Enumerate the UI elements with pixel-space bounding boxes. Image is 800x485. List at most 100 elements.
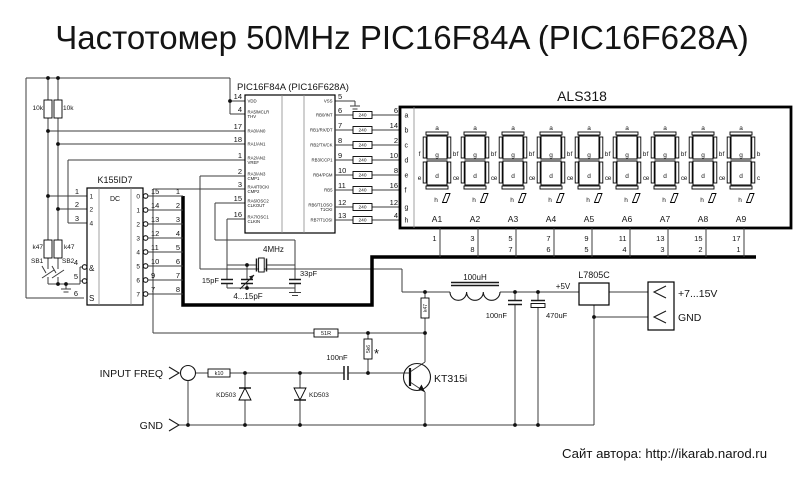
digit-select-line-number: 3 bbox=[660, 245, 664, 254]
digit-seg-c bbox=[523, 161, 528, 184]
junction-dot bbox=[245, 263, 249, 267]
digit-letter-e: e bbox=[570, 175, 574, 182]
digit-seg-c bbox=[447, 161, 452, 184]
digit-letter-d: d bbox=[473, 173, 477, 180]
digit-seg-e bbox=[422, 161, 427, 184]
pic-left-pin-name: RA1/AN1 bbox=[248, 142, 267, 147]
digit-seg-e bbox=[650, 161, 655, 184]
digit-letter-g: g bbox=[701, 152, 705, 159]
digit-name: A8 bbox=[698, 214, 709, 224]
junction-dot bbox=[186, 423, 190, 427]
digit-letter-e: e bbox=[456, 175, 460, 182]
transistor-body-icon bbox=[402, 362, 432, 392]
digit-seg-a bbox=[501, 131, 525, 136]
digit-lower-box bbox=[730, 160, 752, 186]
pic-left-pin-name: THV bbox=[248, 114, 257, 119]
junction-dot bbox=[513, 290, 517, 294]
pic-right-pin-name: RB5 bbox=[324, 188, 333, 193]
digit-letter-h: h bbox=[662, 197, 666, 204]
pic-left-pin-number: 4 bbox=[238, 105, 242, 114]
digit-seg-b bbox=[751, 136, 756, 159]
decoder-enable-pin-number: 4 bbox=[74, 258, 78, 267]
regulator-label: L7805C bbox=[578, 270, 610, 280]
pic-right-pin-name: T1CKI bbox=[320, 207, 332, 212]
decoder-strobe: S bbox=[89, 294, 94, 303]
decoder-output-pin-number: 11 bbox=[151, 243, 159, 252]
digit-letter-g: g bbox=[739, 152, 743, 159]
pic-left-pin-name: RA3/AN3 bbox=[248, 171, 267, 176]
digit-seg-a bbox=[463, 131, 487, 136]
digit-letter-b: b bbox=[453, 151, 457, 158]
decoder-output-bubble bbox=[142, 193, 149, 199]
digit-lower-box bbox=[692, 160, 714, 186]
vin-label: +7...15V bbox=[678, 288, 717, 300]
digit-seg-a bbox=[577, 131, 601, 136]
resistor-k10 bbox=[207, 368, 231, 378]
pic-right-pin-number: 6 bbox=[338, 106, 342, 115]
digit-seg-c bbox=[637, 161, 642, 184]
segment-resistor-value: 240 bbox=[358, 113, 366, 119]
digit-letter-f: f bbox=[685, 151, 687, 158]
digit-seg-d bbox=[539, 185, 563, 190]
pic-left-pin-name: CMP1 bbox=[248, 176, 261, 181]
display-row-letter: h bbox=[405, 217, 409, 224]
digit-seg-b bbox=[523, 136, 528, 159]
digit-seg-c bbox=[751, 161, 756, 184]
digit-letter-g: g bbox=[435, 152, 439, 159]
digit-seg-d bbox=[653, 185, 677, 190]
digit-letter-h: h bbox=[700, 197, 704, 204]
digit-pin-number: 1 bbox=[432, 234, 436, 243]
digit-seg-d bbox=[577, 185, 601, 190]
input-stage: INPUT FREQ k10 KD503 KD503 GND 100nF bbox=[100, 353, 349, 432]
digit-lower-box bbox=[540, 160, 562, 186]
decoder-output-pin-number: 15 bbox=[151, 187, 159, 196]
decoder-output-pin-number: 13 bbox=[151, 215, 159, 224]
display-row-letter: e bbox=[405, 172, 409, 179]
resistor-k47-1 bbox=[43, 239, 53, 259]
digit-seg-a bbox=[615, 131, 639, 136]
digit-letter-e: e bbox=[494, 175, 498, 182]
digit-letter-h: h bbox=[510, 197, 514, 204]
digit-letter-a: a bbox=[701, 125, 705, 132]
decoder-output-bubble bbox=[142, 291, 149, 297]
digit-select-line-number: 5 bbox=[584, 245, 588, 254]
digit-seg-c bbox=[713, 161, 718, 184]
digit-letter-c: c bbox=[491, 175, 495, 182]
diode1-kd503-icon bbox=[238, 386, 252, 401]
wiring bbox=[25, 77, 648, 426]
digit-letter-c: c bbox=[681, 175, 685, 182]
power-supply: 100uH 100nF 470uF +5V L7805C +7...15V GN… bbox=[449, 270, 717, 331]
pic-label: PIC16F84A (PIC16F628A) bbox=[237, 82, 349, 93]
author-site: Сайт автора: http://ikarab.narod.ru bbox=[562, 446, 767, 461]
pic-left-pin-number: 15 bbox=[234, 194, 242, 203]
digit-select-line-number: 2 bbox=[698, 245, 702, 254]
segment-resistor bbox=[352, 156, 373, 164]
junction-dot bbox=[245, 286, 249, 290]
junction-dot bbox=[228, 99, 232, 103]
digit-name: A1 bbox=[432, 214, 443, 224]
digit-letter-b: b bbox=[567, 151, 571, 158]
pic-left-pin-name: CLKOUT bbox=[248, 203, 266, 208]
digit-seg-c bbox=[675, 161, 680, 184]
junction-dot bbox=[243, 371, 247, 375]
digit-letter-f: f bbox=[457, 151, 459, 158]
decoder-output-pin-number: 12 bbox=[151, 229, 159, 238]
digit-seg-f bbox=[574, 136, 579, 159]
decoder-output-index: 5 bbox=[136, 263, 140, 270]
digit-seg-b bbox=[485, 136, 490, 159]
pic-right-pin-name: RB2/TX/CK bbox=[310, 143, 332, 148]
pic-left-pin-name: VREF bbox=[248, 160, 260, 165]
digit-pin-number: 15 bbox=[694, 234, 702, 243]
resistor-k47-2-label: k47 bbox=[64, 244, 75, 251]
digit-seg-e bbox=[612, 161, 617, 184]
input-connector-icon bbox=[179, 364, 197, 382]
decoder-output-pin-number: 14 bbox=[151, 201, 159, 210]
digit-letter-g: g bbox=[511, 152, 515, 159]
coupling-cap-label: 100nF bbox=[326, 353, 348, 362]
digit-seg-d bbox=[729, 185, 753, 190]
decoder-output-bubble bbox=[142, 207, 149, 213]
